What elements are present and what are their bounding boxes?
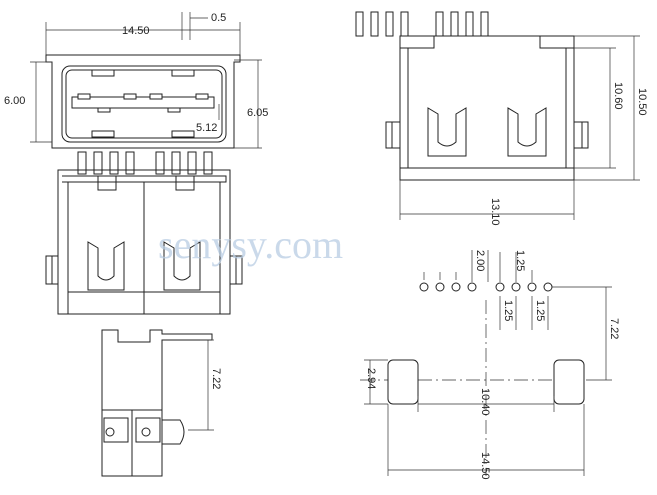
dim-pin-pitch-c: 1.25 [502, 300, 514, 321]
dim-pad-height: 2.94 [365, 368, 377, 389]
dim-pin-pitch-a: 2.00 [474, 250, 486, 271]
pin-hole-3 [451, 282, 461, 292]
dim-side-height-a: 10.60 [612, 82, 624, 110]
dim-side-height-b: 10.50 [636, 88, 648, 116]
pin-hole-2 [435, 282, 445, 292]
pin-hole-4 [467, 282, 477, 292]
top-clip-left [87, 241, 125, 291]
dim-total-span: 14.50 [479, 452, 491, 480]
dim-right-height: 6.05 [247, 107, 268, 119]
front-opening [61, 65, 227, 143]
dim-inner-width: 5.12 [196, 122, 217, 134]
front-tongue [71, 96, 215, 109]
dim-left-height: 6.00 [4, 95, 25, 107]
side-view-right: 10.60 10.50 13.10 [355, 11, 648, 226]
dim-pin-offset: 0.5 [211, 12, 226, 24]
top-clip-right [163, 241, 201, 291]
side-body [101, 329, 213, 477]
mount-slot-left [387, 359, 419, 405]
right-clip-left [427, 107, 467, 157]
dim-top-width: 14.50 [122, 25, 150, 37]
pin-hole-5 [495, 282, 505, 292]
dim-side-width: 13.10 [489, 198, 501, 226]
side-view-left: 7.22 [101, 329, 222, 477]
front-view: 14.50 0.5 6.00 6.05 5.12 [4, 12, 268, 149]
mount-slot-right [553, 359, 585, 405]
right-body [399, 35, 575, 181]
pcb-footprint: 2.00 1.25 1.25 1.25 7.22 2.94 10.40 [360, 250, 620, 480]
pin-hole-7 [527, 282, 537, 292]
dim-pad-span: 10.40 [479, 388, 491, 416]
pin-hole-6 [511, 282, 521, 292]
dim-bottom-offset: 7.22 [608, 318, 620, 339]
pin-hole-1 [419, 282, 429, 292]
dim-pin-pitch-d: 1.25 [534, 300, 546, 321]
top-view [45, 151, 243, 315]
dim-side-offset: 7.22 [210, 368, 222, 389]
pin-hole-8 [543, 282, 553, 292]
right-clip-right [507, 107, 547, 157]
dim-pin-pitch-b: 1.25 [514, 250, 526, 271]
front-shell [45, 54, 241, 149]
watermark: senysy.com [158, 222, 343, 267]
